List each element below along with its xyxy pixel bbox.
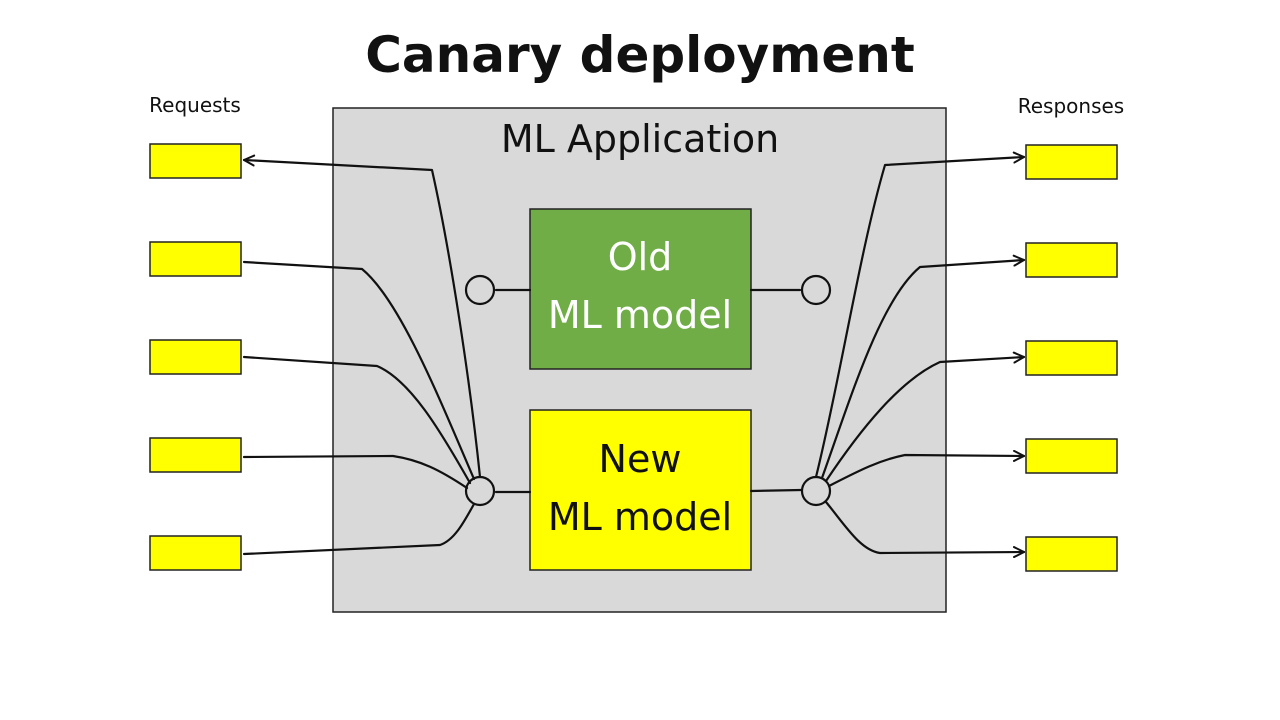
response-wire-5 bbox=[824, 500, 1026, 559]
diagram-title: Canary deployment bbox=[365, 26, 915, 84]
old-ml-model-box bbox=[529, 208, 752, 370]
old-model-input-node bbox=[464, 274, 496, 306]
new-model-output-wire bbox=[749, 488, 803, 493]
old-model-line1: Old bbox=[608, 235, 673, 279]
response-box bbox=[1025, 144, 1118, 180]
request-box bbox=[149, 143, 242, 179]
response-wire-4 bbox=[827, 449, 1026, 488]
request-wire-1 bbox=[242, 154, 482, 479]
request-box bbox=[149, 339, 242, 375]
requests-label: Requests bbox=[149, 93, 241, 117]
response-wire-2 bbox=[820, 254, 1026, 480]
old-model-output-node bbox=[800, 274, 832, 306]
new-model-line2: ML model bbox=[548, 495, 732, 539]
old-model-line2: ML model bbox=[548, 293, 732, 337]
response-box bbox=[1025, 242, 1118, 278]
request-box bbox=[149, 535, 242, 571]
response-wire-1 bbox=[814, 151, 1026, 479]
responses-label: Responses bbox=[1018, 94, 1124, 118]
response-box bbox=[1025, 340, 1118, 376]
response-box bbox=[1025, 438, 1118, 474]
request-box bbox=[149, 241, 242, 277]
request-wire-5 bbox=[242, 502, 476, 556]
response-wire-3 bbox=[824, 351, 1026, 483]
response-box bbox=[1025, 536, 1118, 572]
request-wire-2 bbox=[242, 260, 476, 481]
request-box bbox=[149, 437, 242, 473]
new-ml-model-box bbox=[529, 409, 752, 571]
request-wire-4 bbox=[242, 454, 469, 490]
new-model-line1: New bbox=[599, 437, 682, 481]
request-wire-3 bbox=[242, 355, 472, 485]
ml-application-label: ML Application bbox=[501, 117, 779, 161]
